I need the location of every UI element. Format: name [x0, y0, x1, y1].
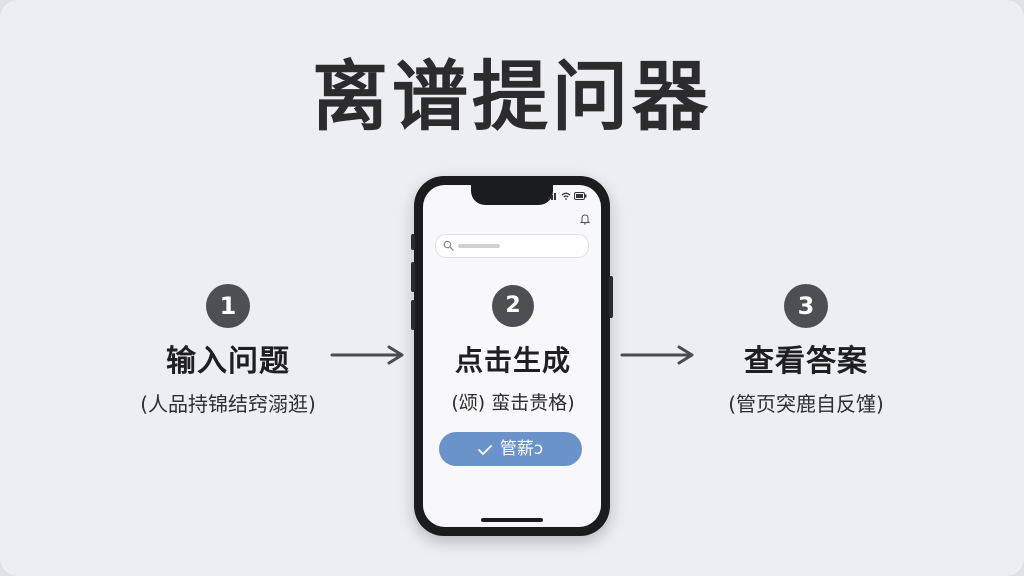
step-2-sub: (颂) 蛮击贵格): [451, 392, 575, 414]
step-1-sub: (人品持锦结窍溺逛): [140, 392, 316, 416]
step-1: 1 输入问题 (人品持锦结窍溺逛): [98, 284, 358, 418]
step-1-label: 输入问题: [166, 344, 290, 379]
status-bar: [548, 191, 587, 201]
phone-screen: 2 点击生成 (颂) 蛮击贵格) 管薪ɔ: [423, 185, 601, 527]
phone-side-button: [411, 300, 415, 330]
phone-side-button: [609, 276, 613, 318]
step-3: 3 查看答案 (管页突鹿自反馑): [676, 284, 936, 418]
battery-icon: [574, 192, 587, 200]
search-icon: [443, 240, 454, 251]
search-input[interactable]: [435, 234, 589, 258]
wifi-icon: [561, 192, 571, 200]
signal-icon: [548, 193, 556, 200]
step-3-label: 查看答案: [744, 344, 868, 379]
phone-mockup: 2 点击生成 (颂) 蛮击贵格) 管薪ɔ: [411, 176, 613, 536]
step-1-badge: 1: [206, 284, 250, 328]
generate-button-label: 管薪: [499, 439, 534, 459]
generate-button-suffix: ɔ: [533, 439, 544, 459]
search-placeholder-bar: [458, 244, 500, 248]
check-icon: [477, 445, 492, 455]
step-2-label: 点击生成: [454, 344, 571, 377]
phone-side-button: [411, 262, 415, 292]
generate-button[interactable]: 管薪ɔ: [439, 432, 582, 466]
step-2: 2 点击生成 (颂) 蛮击贵格): [423, 285, 601, 417]
phone-side-button: [411, 234, 415, 250]
step-2-badge: 2: [492, 285, 534, 327]
arrow-right-icon: [620, 345, 694, 365]
bell-icon[interactable]: [579, 213, 591, 225]
step-3-badge: 3: [784, 284, 828, 328]
page-title: 离谱提问器: [312, 52, 712, 141]
phone-notch: [471, 185, 553, 205]
arrow-right-icon: [330, 345, 404, 365]
home-indicator: [481, 518, 543, 522]
step-3-sub: (管页突鹿自反馑): [728, 392, 884, 416]
